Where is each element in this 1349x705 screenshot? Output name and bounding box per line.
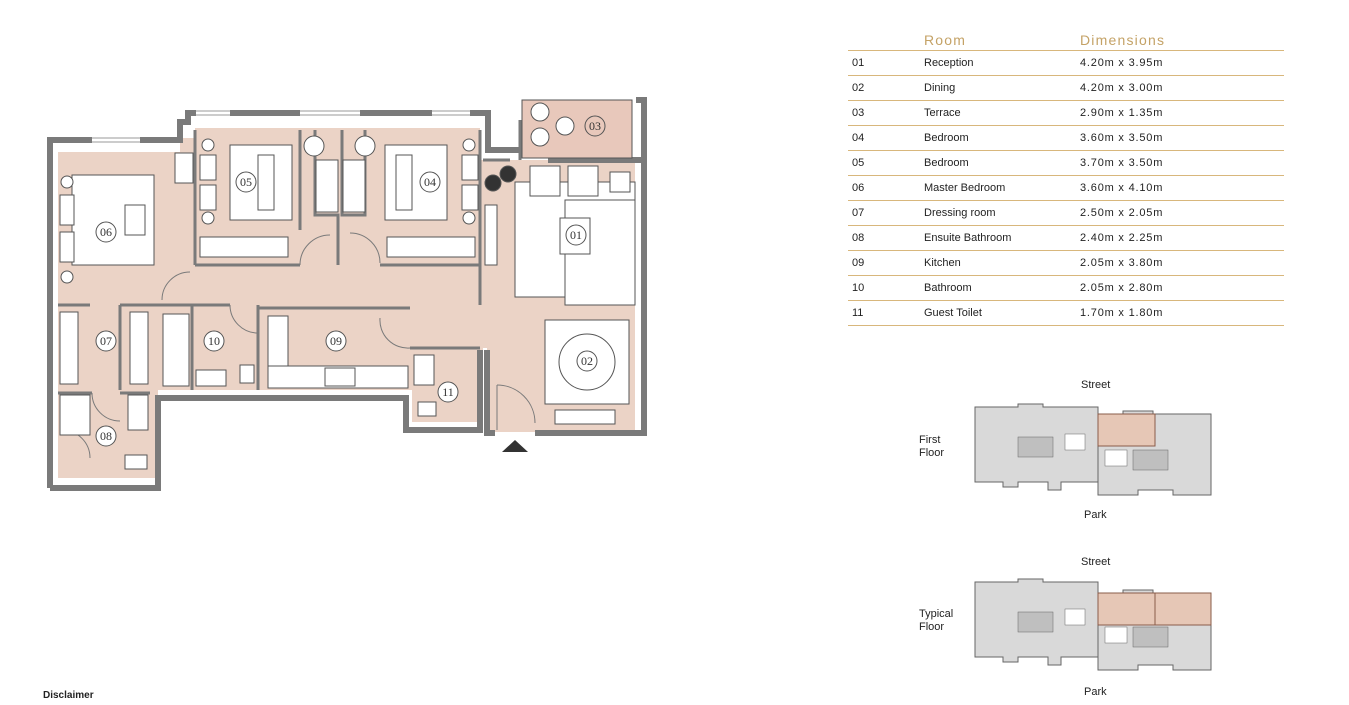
keyplan-first-floor: Street First Floor Park [915, 375, 1225, 525]
schedule-cell-dim: 4.20m x 3.00m [1080, 82, 1164, 94]
schedule-cell-no: 01 [852, 57, 865, 69]
room-label-06: 06 [100, 225, 112, 239]
room-label-08: 08 [100, 429, 112, 443]
schedule-cell-no: 03 [852, 107, 865, 119]
schedule-row: 01 Reception 4.20m x 3.95m [848, 51, 1284, 76]
schedule-cell-dim: 2.05m x 2.80m [1080, 282, 1164, 294]
schedule-cell-no: 02 [852, 82, 865, 94]
schedule-cell-dim: 3.60m x 4.10m [1080, 182, 1164, 194]
furniture [59, 99, 636, 470]
schedule-row: 11 Guest Toilet 1.70m x 1.80m [848, 301, 1284, 326]
schedule-row: 03 Terrace 2.90m x 1.35m [848, 101, 1284, 126]
schedule-cell-name: Dressing room [924, 207, 996, 219]
keyplan-park-label: Park [1084, 686, 1107, 698]
schedule-cell-name: Reception [924, 57, 974, 69]
floor-plan: 01 02 03 04 05 06 07 08 09 10 11 [47, 97, 647, 491]
room-schedule-table: Room Dimensions 01 Reception 4.20m x 3.95m… [848, 32, 1284, 326]
schedule-cell-dim: 3.70m x 3.50m [1080, 157, 1164, 169]
schedule-row: 08 Ensuite Bathroom 2.40m x 2.25m [848, 226, 1284, 251]
doors [61, 232, 536, 459]
interior-walls [58, 120, 522, 395]
room-label-09: 09 [330, 334, 342, 348]
schedule-cell-dim: 3.60m x 3.50m [1080, 132, 1164, 144]
room-numbers: 01 02 03 04 05 06 07 08 09 10 11 [100, 119, 601, 443]
schedule-cell-dim: 2.05m x 3.80m [1080, 257, 1164, 269]
schedule-cell-no: 09 [852, 257, 865, 269]
room-tags [95, 115, 606, 447]
schedule-cell-no: 07 [852, 207, 865, 219]
keyplan-park-label: Park [1084, 509, 1107, 521]
keyplan-floor-label: First Floor [919, 434, 945, 459]
schedule-cell-no: 05 [852, 157, 865, 169]
schedule-cell-dim: 1.70m x 1.80m [1080, 307, 1164, 319]
disclaimer-link[interactable]: Disclaimer [43, 690, 94, 701]
schedule-cell-name: Bedroom [924, 132, 969, 144]
schedule-cell-name: Ensuite Bathroom [924, 232, 1012, 244]
schedule-row: 10 Bathroom 2.05m x 2.80m [848, 276, 1284, 301]
room-label-11: 11 [442, 385, 454, 399]
room-label-02: 02 [581, 354, 593, 368]
header-dimensions: Dimensions [1080, 32, 1166, 48]
schedule-cell-name: Kitchen [924, 257, 961, 269]
keyplan-building [974, 578, 1212, 671]
keyplan-building [974, 403, 1212, 496]
room-label-10: 10 [208, 334, 220, 348]
schedule-cell-dim: 2.40m x 2.25m [1080, 232, 1164, 244]
header-room: Room [924, 32, 967, 48]
schedule-row: 05 Bedroom 3.70m x 3.50m [848, 151, 1284, 176]
schedule-cell-no: 06 [852, 182, 865, 194]
schedule-cell-no: 04 [852, 132, 865, 144]
schedule-row: 02 Dining 4.20m x 3.00m [848, 76, 1284, 101]
keyplan-street-label: Street [1081, 379, 1111, 391]
schedule-row: 06 Master Bedroom 3.60m x 4.10m [848, 176, 1284, 201]
schedule-rows: 01 Reception 4.20m x 3.95m 02 Dining 4.20m x … [848, 51, 1284, 326]
room-label-03: 03 [589, 119, 601, 133]
schedule-cell-dim: 2.50m x 2.05m [1080, 207, 1164, 219]
room-label-01: 01 [570, 228, 582, 242]
wall-outline [47, 97, 647, 491]
schedule-row: 04 Bedroom 3.60m x 3.50m [848, 126, 1284, 151]
room-label-04: 04 [424, 175, 436, 189]
schedule-cell-no: 10 [852, 282, 865, 294]
keyplan-typical-floor: Street Typical Floor Park [915, 552, 1225, 702]
schedule-cell-dim: 4.20m x 3.95m [1080, 57, 1164, 69]
schedule-cell-name: Terrace [924, 107, 961, 119]
room-label-07: 07 [100, 334, 112, 348]
schedule-header: Room Dimensions [848, 32, 1284, 51]
schedule-cell-name: Bathroom [924, 282, 972, 294]
schedule-row: 07 Dressing room 2.50m x 2.05m [848, 201, 1284, 226]
schedule-cell-name: Master Bedroom [924, 182, 1006, 194]
schedule-cell-no: 11 [852, 307, 864, 319]
schedule-cell-dim: 2.90m x 1.35m [1080, 107, 1164, 119]
keyplan-floor-label: Typical Floor [919, 608, 954, 633]
schedule-cell-name: Bedroom [924, 157, 969, 169]
schedule-cell-no: 08 [852, 232, 865, 244]
schedule-cell-name: Guest Toilet [924, 307, 982, 319]
windows [92, 110, 470, 143]
entrance-arrow [502, 440, 528, 452]
room-label-05: 05 [240, 175, 252, 189]
schedule-cell-name: Dining [924, 82, 956, 94]
schedule-row: 09 Kitchen 2.05m x 3.80m [848, 251, 1284, 276]
keyplan-street-label: Street [1081, 556, 1111, 568]
